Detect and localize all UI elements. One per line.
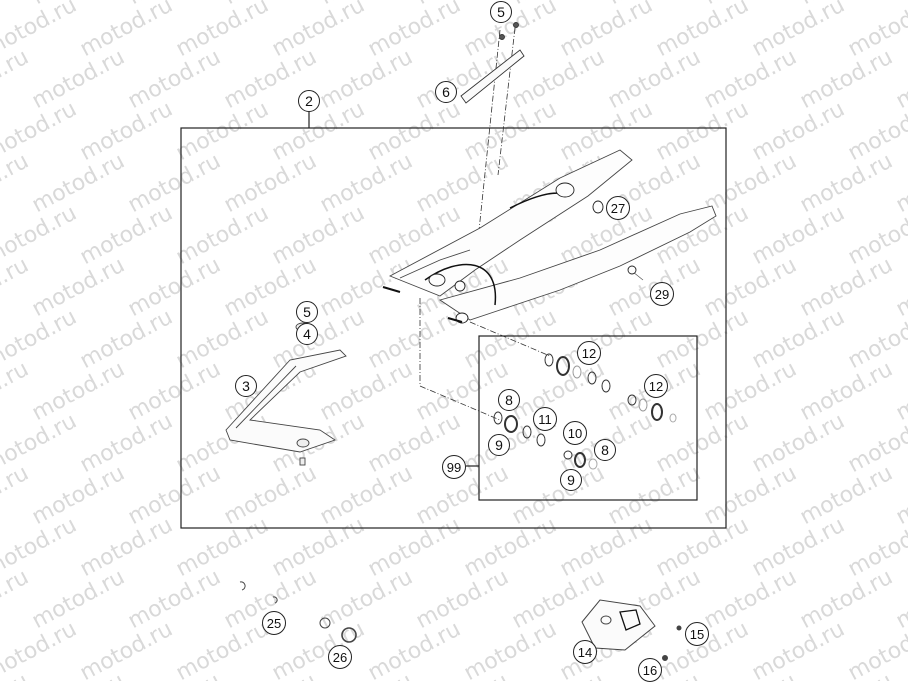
bearing-parts (493, 353, 677, 470)
callout-part-27[interactable]: 27 (606, 196, 630, 220)
chain-guide-part (460, 22, 525, 104)
callout-part-5[interactable]: 5 (296, 301, 318, 323)
callout-part-26[interactable]: 26 (328, 645, 352, 669)
callout-part-12[interactable]: 12 (577, 341, 601, 365)
callout-part-10[interactable]: 10 (563, 421, 587, 445)
callout-part-14[interactable]: 14 (573, 640, 597, 664)
callout-part-15[interactable]: 15 (685, 622, 709, 646)
callout-part-99[interactable]: 99 (442, 455, 466, 479)
callout-part-25[interactable]: 25 (262, 611, 286, 635)
callout-part-9[interactable]: 9 (560, 469, 582, 491)
callout-part-29[interactable]: 29 (650, 282, 674, 306)
callout-part-8[interactable]: 8 (498, 389, 520, 411)
callout-part-8[interactable]: 8 (594, 439, 616, 461)
swingarm-body (382, 149, 717, 324)
swingarm-assembly-frame (180, 127, 727, 529)
callout-part-3[interactable]: 3 (235, 375, 257, 397)
loose-parts (239, 581, 682, 661)
callout-part-4[interactable]: 4 (296, 323, 318, 345)
callout-part-11[interactable]: 11 (533, 407, 557, 431)
callout-part-16[interactable]: 16 (638, 658, 662, 682)
callout-part-5[interactable]: 5 (490, 1, 512, 23)
callout-part-2[interactable]: 2 (298, 90, 320, 112)
callout-part-9[interactable]: 9 (488, 434, 510, 456)
callout-part-6[interactable]: 6 (435, 81, 457, 103)
bearing-kit-frame (478, 335, 698, 501)
callout-part-12[interactable]: 12 (644, 374, 668, 398)
